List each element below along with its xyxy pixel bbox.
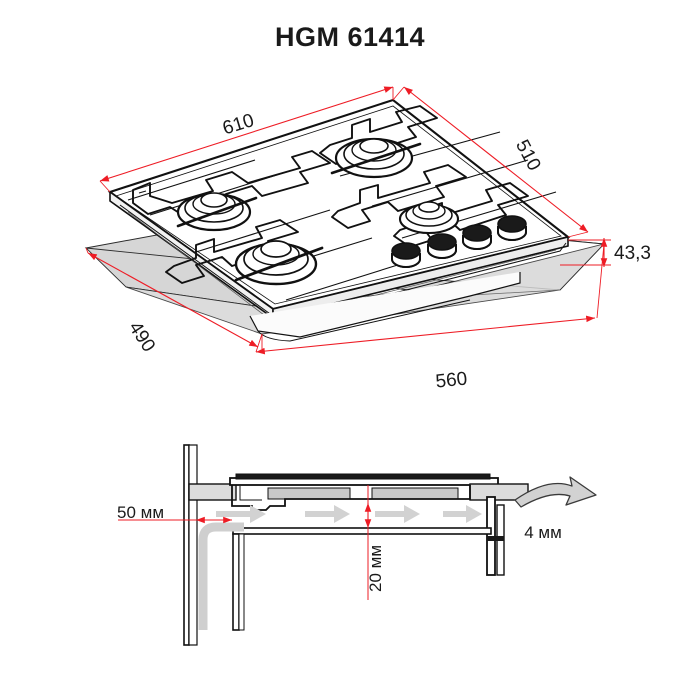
knob-2	[427, 233, 457, 259]
knob-4	[497, 215, 527, 241]
dim-label-610: 610	[220, 110, 256, 139]
dimension-lines-section	[118, 485, 372, 600]
dim-label-20mm: 20 мм	[366, 545, 385, 592]
dim-label-510: 510	[511, 136, 544, 174]
worktop-left	[188, 483, 237, 501]
dim-label-43-3: 43,3	[614, 243, 651, 264]
knob-1	[391, 242, 421, 268]
knob-3	[462, 224, 492, 250]
cross-section-group: 50 мм 20 мм 4 мм	[117, 444, 597, 646]
dim-label-50mm: 50 мм	[117, 503, 164, 522]
page-title: HGM 61414	[274, 22, 426, 52]
dim-label-4mm: 4 мм	[524, 523, 562, 542]
dimension-lines-top	[85, 86, 611, 355]
isometric-hob-group: 610 510 43,3 490 560	[84, 86, 651, 393]
worktop-thickness-arrow	[514, 476, 597, 508]
burner-mid-left	[176, 192, 258, 232]
wall	[183, 444, 198, 646]
airflow-arrows	[216, 505, 482, 523]
hob-section-body	[229, 473, 529, 576]
dim-label-490: 490	[124, 318, 159, 356]
cabinet-shelf	[232, 527, 492, 631]
dim-label-560: 560	[435, 368, 469, 392]
